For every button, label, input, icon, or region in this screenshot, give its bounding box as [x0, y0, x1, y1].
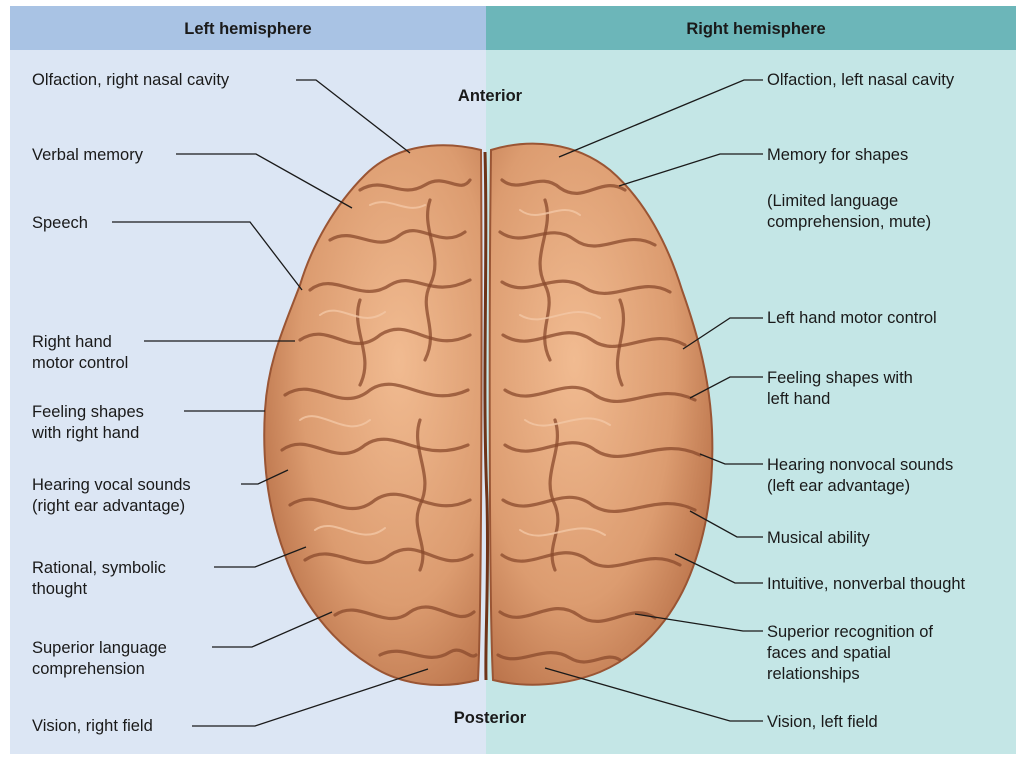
label-left-hand-motor: Left hand motor control — [767, 309, 937, 327]
label-speech: Speech — [32, 214, 88, 232]
label-musical-ability: Musical ability — [767, 529, 870, 547]
label-intuitive-thought: Intuitive, nonverbal thought — [767, 575, 966, 593]
label-vision-right-field: Vision, right field — [32, 717, 153, 735]
label-memory-for-shapes: Memory for shapes — [767, 146, 908, 164]
label-verbal-memory: Verbal memory — [32, 146, 144, 164]
left-hemisphere-header: Left hemisphere — [184, 20, 311, 38]
anterior-label: Anterior — [458, 87, 523, 105]
label-olfaction-right-nasal: Olfaction, right nasal cavity — [32, 71, 230, 89]
label-olfaction-left-nasal: Olfaction, left nasal cavity — [767, 71, 955, 89]
right-hemisphere-header: Right hemisphere — [686, 20, 825, 38]
label-vision-left-field: Vision, left field — [767, 713, 878, 731]
posterior-label: Posterior — [454, 709, 527, 727]
